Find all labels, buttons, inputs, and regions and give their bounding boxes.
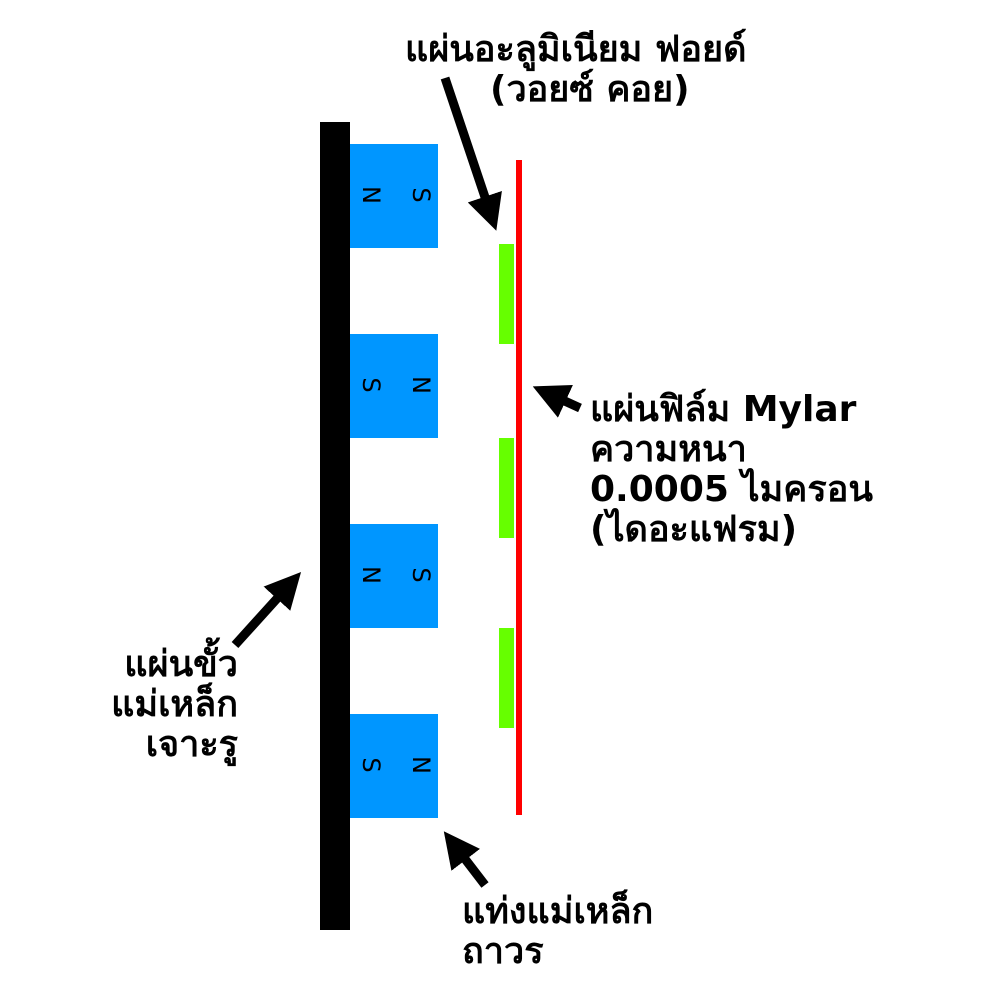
foil-strip-2: [499, 438, 514, 538]
label-line: แม่เหล็ก: [111, 684, 238, 725]
magnet-2: S N: [350, 334, 438, 438]
label-line: ถาวร: [462, 931, 544, 972]
pole-plate: [320, 122, 350, 930]
magnet-4: S N: [350, 714, 438, 818]
plate-label: แผ่นขั้ว แม่เหล็ก เจาะรู: [60, 645, 238, 765]
mylar-film: [516, 160, 522, 815]
label-line: เจาะรู: [145, 724, 238, 765]
magnet-3: N S: [350, 524, 438, 628]
foil-strip-1: [499, 244, 514, 344]
arrow-foil: [440, 76, 502, 231]
label-line: แผ่นอะลูมิเนียม ฟอยด์: [405, 29, 747, 70]
label-line: 0.0005 ไมครอน: [590, 469, 873, 510]
foil-label: แผ่นอะลูมิเนียม ฟอยด์ (วอยซ์ คอย): [405, 30, 747, 110]
label-line: (วอยซ์ คอย): [490, 69, 690, 110]
label-line: แท่งแม่เหล็ก: [462, 891, 654, 932]
arrow-magnet: [443, 831, 489, 888]
magnet-label: แท่งแม่เหล็ก ถาวร: [462, 892, 653, 972]
film-label: แผ่นฟิล์ม Mylar ความหนา 0.0005 ไมครอน (ไ…: [590, 390, 873, 550]
label-line: แผ่นขั้ว: [124, 644, 238, 685]
label-line: แผ่นฟิล์ม Mylar: [590, 389, 857, 430]
arrow-film: [532, 384, 582, 418]
foil-strip-3: [499, 628, 514, 728]
label-line: (ไดอะแฟรม): [590, 509, 798, 550]
arrow-plate: [231, 571, 302, 649]
label-line: ความหนา: [590, 429, 747, 470]
magnet-1: N S: [350, 144, 438, 248]
